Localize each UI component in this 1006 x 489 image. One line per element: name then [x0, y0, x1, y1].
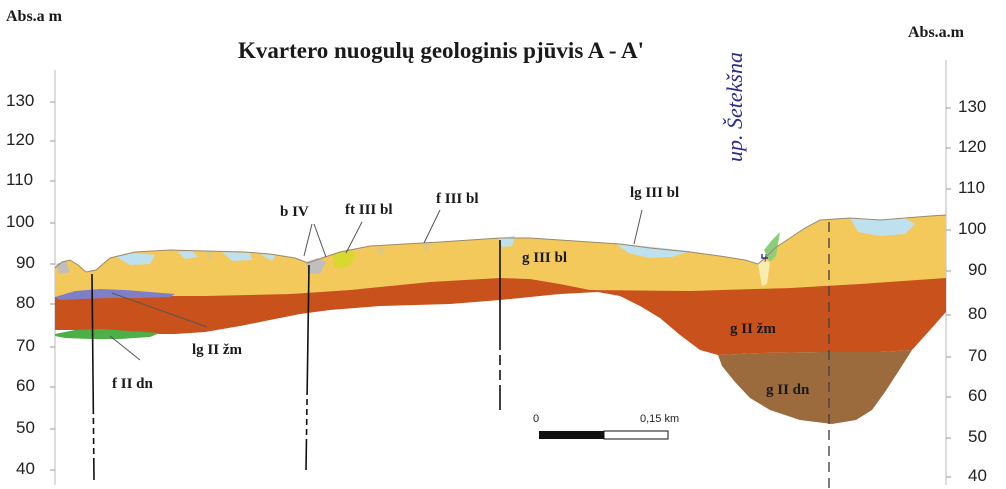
borehole-1	[91, 273, 95, 481]
tick-marks	[50, 101, 951, 478]
layer-lg-iii-bl-lenses	[115, 218, 915, 265]
small-lenses	[205, 242, 432, 262]
tick-left-130: 130	[6, 91, 35, 110]
label-b-iv: b IV	[280, 204, 309, 220]
tick-left-80: 80	[16, 293, 35, 312]
tick-right-60: 60	[968, 386, 987, 405]
label-ft-iii-bl: ft III bl	[345, 202, 393, 218]
tick-left-60: 60	[16, 376, 35, 395]
scale-end-label: 0,15 km	[640, 413, 680, 425]
layer-ft-iii-bl	[332, 249, 356, 268]
label-f-iii-bl: f III bl	[436, 191, 479, 207]
borehole-2	[305, 264, 310, 471]
scale-bar-black	[539, 431, 604, 439]
leader-lines	[109, 209, 767, 361]
right-axis-label: Abs.a.m	[908, 24, 965, 41]
tick-left-50: 50	[16, 418, 35, 437]
tick-right-90: 90	[968, 260, 987, 279]
label-lg-ii-zm: lg II žm	[192, 342, 242, 358]
river-arrow-icon	[761, 254, 768, 259]
ground-surface	[54, 214, 947, 273]
tick-left-110: 110	[6, 170, 34, 189]
tick-right-130: 130	[958, 97, 987, 116]
tick-left-40: 40	[16, 459, 35, 478]
layer-f-ii-dn	[55, 329, 160, 339]
diagram-title: Kvartero nuogulų geologinis pjūvis A - A…	[238, 38, 644, 63]
tick-right-80: 80	[968, 304, 987, 323]
label-lg-iii-bl: lg III bl	[630, 185, 680, 201]
label-g-ii-zm: g II žm	[730, 321, 776, 337]
scale-bar-white	[603, 430, 669, 440]
tick-right-110: 110	[958, 178, 986, 197]
label-g-ii-dn: g II dn	[766, 382, 810, 398]
layer-g-ii-dn	[718, 350, 912, 424]
tick-right-120: 120	[958, 137, 987, 156]
tick-right-70: 70	[968, 346, 987, 365]
tick-right-100: 100	[958, 219, 987, 238]
river-label: up. Šetekšna	[722, 52, 747, 162]
tick-left-120: 120	[6, 130, 35, 149]
layer-g-ii-zm	[55, 278, 946, 355]
scale-start-label: 0	[533, 413, 540, 425]
tick-right-50: 50	[968, 427, 987, 446]
tick-right-40: 40	[968, 466, 987, 485]
left-axis-label: Abs.a m	[6, 8, 63, 25]
tick-left-90: 90	[16, 253, 35, 272]
label-f-ii-dn: f II dn	[112, 376, 153, 392]
river-valley	[758, 260, 770, 286]
tick-left-70: 70	[16, 336, 35, 355]
tick-left-100: 100	[6, 212, 35, 231]
label-g-iii-bl: g III bl	[522, 250, 568, 266]
